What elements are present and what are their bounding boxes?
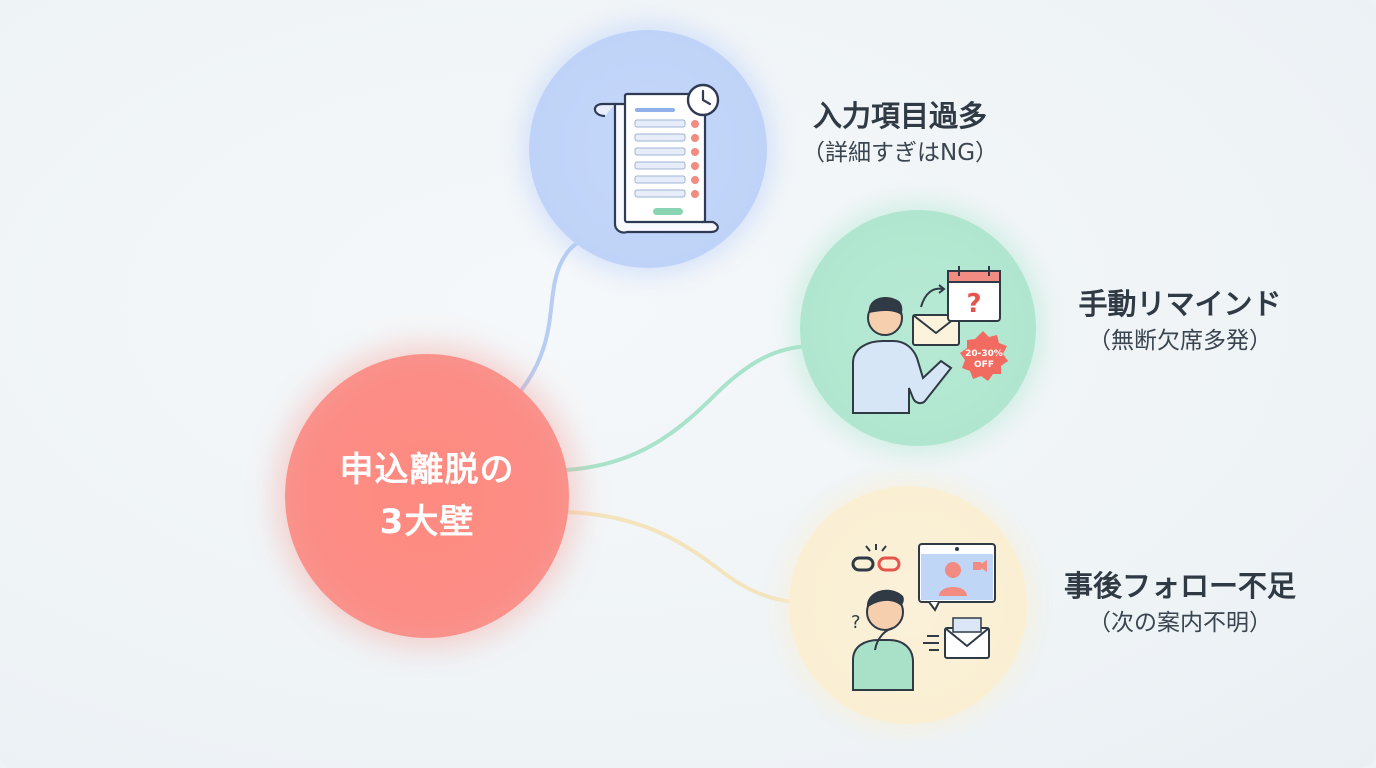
long-form-document-clock-icon bbox=[593, 83, 720, 234]
node-manual-reminder-title: 手動リマインド bbox=[1078, 287, 1282, 321]
node-input-fields-title: 入力項目過多 bbox=[812, 99, 987, 133]
node-follow-up-subtitle: （次の案内不明） bbox=[1088, 610, 1272, 636]
center-title-line2: 3大壁 bbox=[379, 502, 475, 542]
person-email-calendar-discount-icon: ? 20-30% OFF bbox=[852, 266, 1008, 414]
node-input-fields-subtitle: （詳細すぎはNG） bbox=[801, 140, 999, 166]
connector-yellow bbox=[564, 510, 797, 604]
svg-text:OFF: OFF bbox=[974, 360, 994, 370]
svg-text:20-30%: 20-30% bbox=[965, 349, 1003, 359]
center-title-line1: 申込離脱の bbox=[339, 450, 515, 490]
node-manual-reminder-label: 手動リマインド （無断欠席多発） bbox=[1045, 284, 1315, 358]
connector-green bbox=[564, 344, 810, 472]
node-input-fields bbox=[529, 30, 767, 268]
connector-blue bbox=[518, 234, 592, 394]
node-manual-reminder: ? 20-30% OFF bbox=[800, 210, 1036, 446]
node-follow-up-label: 事後フォロー不足 （次の案内不明） bbox=[1040, 566, 1320, 640]
center-node: 申込離脱の 3大壁 bbox=[285, 354, 569, 638]
svg-text:?: ? bbox=[966, 289, 981, 319]
svg-text:?: ? bbox=[851, 612, 861, 633]
node-input-fields-label: 入力項目過多 （詳細すぎはNG） bbox=[775, 96, 1025, 170]
confused-person-broken-link-video-mail-icon: ? bbox=[851, 543, 996, 691]
node-follow-up: ? bbox=[789, 486, 1027, 724]
node-manual-reminder-subtitle: （無断欠席多発） bbox=[1088, 328, 1272, 354]
node-follow-up-title: 事後フォロー不足 bbox=[1063, 569, 1296, 603]
